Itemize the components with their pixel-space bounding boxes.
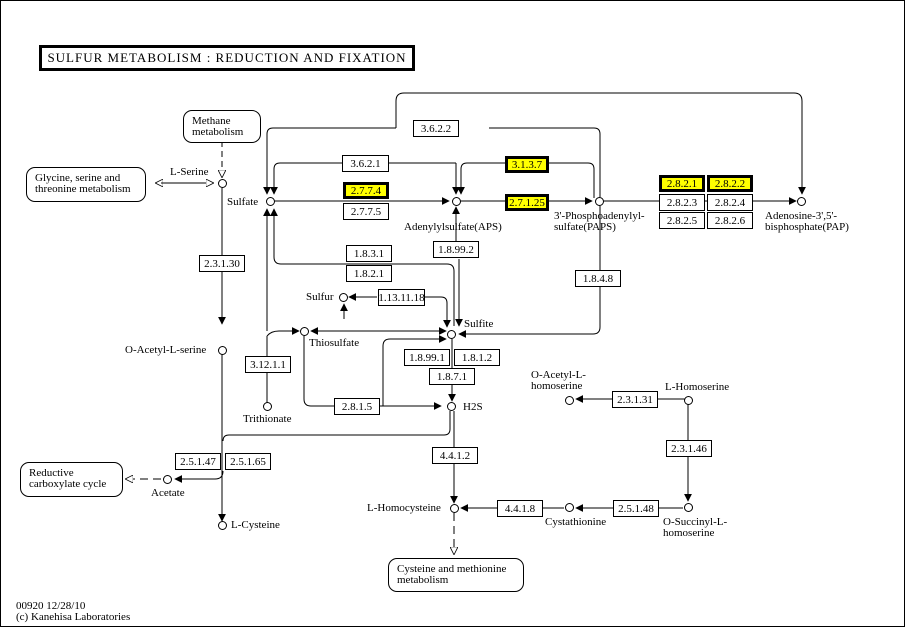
label-sulfate: Sulfate: [227, 196, 259, 208]
compound-cystathionine[interactable]: [565, 503, 574, 512]
label-paps: 3'-Phosphoadenylyl-sulfate(PAPS): [554, 210, 645, 233]
map-glycine-serine-threonine[interactable]: Glycine, serine and threonine metabolism: [26, 167, 146, 202]
label-l-cysteine: L-Cysteine: [231, 519, 280, 531]
enzyme-2-5-1-48[interactable]: 2.5.1.48: [613, 500, 659, 517]
enzyme-2-7-7-4[interactable]: 2.7.7.4: [343, 182, 389, 199]
enzyme-3-1-3-7[interactable]: 3.1.3.7: [505, 156, 549, 173]
footer: 00920 12/28/10 (c) Kanehisa Laboratories: [16, 601, 130, 623]
enzyme-2-5-1-47[interactable]: 2.5.1.47: [175, 453, 221, 470]
enzyme-4-4-1-8[interactable]: 4.4.1.8: [497, 500, 543, 517]
compound-trithionate[interactable]: [263, 402, 272, 411]
label-l-serine: L-Serine: [170, 166, 209, 178]
compound-o-acetyl-l-serine[interactable]: [218, 346, 227, 355]
enzyme-2-8-2-6[interactable]: 2.8.2.6: [707, 212, 753, 229]
label-sulfite: Sulfite: [464, 318, 494, 330]
map-cysteine-methionine[interactable]: Cysteine and methionine metabolism: [388, 558, 524, 592]
copyright: (c) Kanehisa Laboratories: [16, 611, 131, 623]
label-pap: Adenosine-3',5'-bisphosphate(PAP): [765, 210, 849, 233]
enzyme-3-6-2-1[interactable]: 3.6.2.1: [342, 155, 389, 172]
compound-l-serine[interactable]: [218, 179, 227, 188]
compound-l-homocysteine[interactable]: [450, 504, 459, 513]
enzyme-4-4-1-2[interactable]: 4.4.1.2: [432, 447, 478, 464]
enzyme-2-5-1-65[interactable]: 2.5.1.65: [225, 453, 271, 470]
compound-h2s[interactable]: [447, 402, 456, 411]
enzyme-2-8-2-5[interactable]: 2.8.2.5: [659, 212, 705, 229]
label-trithionate: Trithionate: [243, 413, 292, 425]
enzyme-2-7-1-25[interactable]: 2.7.1.25: [505, 194, 549, 211]
enzyme-3-12-1-1[interactable]: 3.12.1.1: [245, 356, 291, 373]
label-l-homoserine: L-Homoserine: [665, 381, 730, 393]
compound-aps[interactable]: [452, 197, 461, 206]
enzyme-2-8-2-4[interactable]: 2.8.2.4: [707, 194, 753, 211]
compound-pap[interactable]: [797, 197, 806, 206]
compound-o-acetyl-l-homoserine[interactable]: [565, 396, 574, 405]
enzyme-1-13-11-18[interactable]: 1.13.11.18: [378, 289, 425, 306]
label-l-homocysteine: L-Homocysteine: [367, 502, 441, 514]
map-methane-metabolism[interactable]: Methane metabolism: [183, 110, 261, 143]
label-o-succinyl-l-homoserine: O-Succinyl-L-homoserine: [663, 516, 728, 539]
map-reductive-carboxylate-cycle[interactable]: Reductive carboxylate cycle: [20, 462, 123, 497]
enzyme-2-3-1-31[interactable]: 2.3.1.31: [612, 391, 658, 408]
pathway-title: SULFUR METABOLISM : REDUCTION AND FIXATI…: [39, 45, 415, 71]
enzyme-2-8-2-3[interactable]: 2.8.2.3: [659, 194, 705, 211]
compound-l-homoserine[interactable]: [684, 396, 693, 405]
enzyme-1-8-1-2[interactable]: 1.8.1.2: [454, 349, 500, 366]
enzyme-2-7-7-5[interactable]: 2.7.7.5: [343, 203, 389, 220]
label-o-acetyl-l-homoserine: O-Acetyl-L-homoserine: [531, 369, 586, 392]
label-h2s: H2S: [463, 401, 483, 413]
enzyme-1-8-3-1[interactable]: 1.8.3.1: [346, 245, 392, 262]
label-sulfur: Sulfur: [306, 291, 334, 303]
compound-sulfite[interactable]: [447, 330, 456, 339]
enzyme-3-6-2-2[interactable]: 3.6.2.2: [413, 120, 459, 137]
compound-sulfur[interactable]: [339, 293, 348, 302]
map-id-date: 00920 12/28/10: [16, 600, 86, 612]
compound-thiosulfate[interactable]: [300, 327, 309, 336]
compound-l-cysteine[interactable]: [218, 521, 227, 530]
label-o-acetyl-l-serine: O-Acetyl-L-serine: [125, 344, 207, 356]
enzyme-1-8-99-2[interactable]: 1.8.99.2: [433, 241, 479, 258]
compound-sulfate[interactable]: [266, 197, 275, 206]
enzyme-2-3-1-30[interactable]: 2.3.1.30: [199, 255, 245, 272]
enzyme-2-3-1-46[interactable]: 2.3.1.46: [666, 440, 712, 457]
enzyme-1-8-7-1[interactable]: 1.8.7.1: [429, 368, 475, 385]
label-thiosulfate: Thiosulfate: [309, 337, 360, 349]
enzyme-2-8-2-2[interactable]: 2.8.2.2: [707, 175, 753, 192]
compound-acetate[interactable]: [163, 475, 172, 484]
enzyme-2-8-1-5[interactable]: 2.8.1.5: [334, 398, 380, 415]
label-acetate: Acetate: [151, 487, 185, 499]
compound-o-succinyl-l-homoserine[interactable]: [684, 503, 693, 512]
enzyme-1-8-4-8[interactable]: 1.8.4.8: [575, 270, 621, 287]
label-cystathionine: Cystathionine: [545, 516, 607, 528]
enzyme-2-8-2-1[interactable]: 2.8.2.1: [659, 175, 705, 192]
label-aps: Adenylylsulfate(APS): [404, 221, 502, 233]
enzyme-1-8-2-1[interactable]: 1.8.2.1: [346, 265, 392, 282]
compound-paps[interactable]: [595, 197, 604, 206]
enzyme-1-8-99-1[interactable]: 1.8.99.1: [404, 349, 450, 366]
